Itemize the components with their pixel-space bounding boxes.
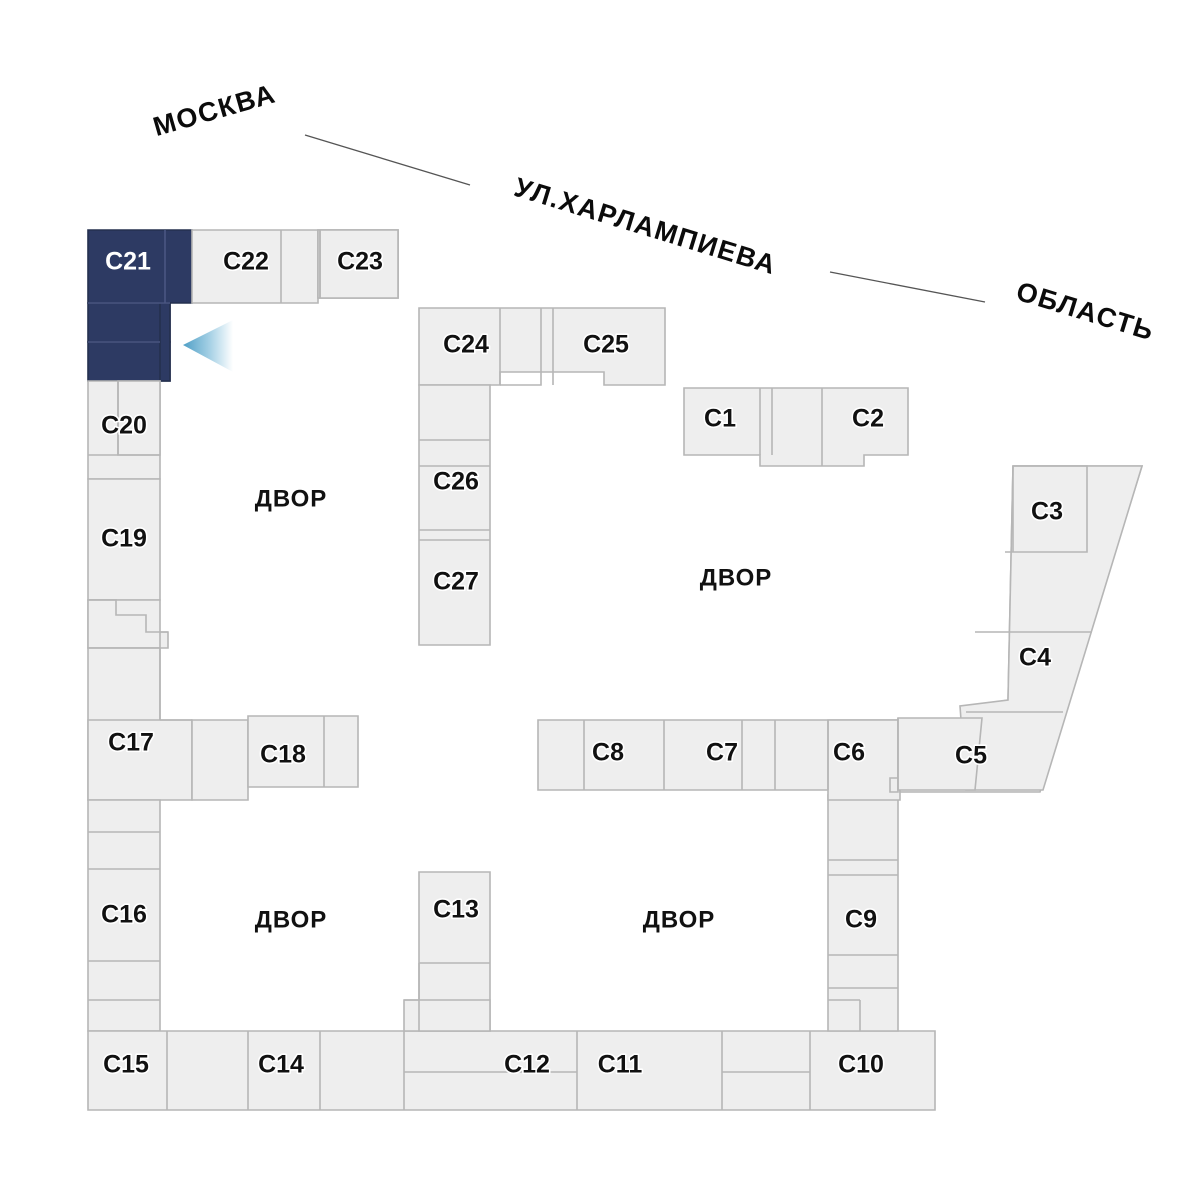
building-label-c5: C5 bbox=[955, 742, 987, 770]
building-label-c23: C23 bbox=[337, 248, 383, 276]
building-group-c18[interactable]: C18 bbox=[191, 715, 359, 801]
building-c21-shape-low[interactable] bbox=[87, 341, 171, 382]
building-label-c11: C11 bbox=[598, 1051, 643, 1079]
building-c18-shape-link[interactable] bbox=[191, 719, 249, 801]
building-label-c20: C20 bbox=[101, 412, 147, 440]
street-line-oblast bbox=[829, 271, 986, 303]
building-c18-shape[interactable] bbox=[247, 715, 359, 788]
yard-label-ne: ДВОР bbox=[700, 564, 773, 591]
building-c1-c2-shape[interactable] bbox=[683, 387, 909, 467]
building-label-c27: C27 bbox=[433, 568, 479, 596]
building-label-c25: C25 bbox=[583, 331, 629, 359]
building-c21-shape-mid[interactable] bbox=[87, 302, 171, 343]
building-group-c23[interactable]: C23 bbox=[317, 229, 399, 299]
building-c26-c27-shape[interactable] bbox=[418, 384, 491, 646]
yard-label-se: ДВОР bbox=[643, 906, 716, 933]
building-label-c21: C21 bbox=[105, 248, 151, 276]
building-label-c26: C26 bbox=[433, 468, 479, 496]
building-label-c18: C18 bbox=[260, 741, 306, 769]
building-group-c20[interactable]: C20 bbox=[87, 380, 161, 480]
street-labels: МОСКВА УЛ.ХАРЛАМПИЕВА ОБЛАСТЬ bbox=[150, 78, 1158, 346]
building-group-right-wing[interactable]: C5 C4 C3 bbox=[889, 465, 1144, 793]
selection-arrow bbox=[183, 320, 233, 372]
building-label-c10: C10 bbox=[838, 1051, 884, 1079]
building-group-c13[interactable]: C13 bbox=[403, 871, 491, 1032]
building-label-c14: C14 bbox=[258, 1051, 304, 1079]
building-c13-shape-foot[interactable] bbox=[403, 999, 491, 1032]
building-group-c17[interactable]: C17 bbox=[87, 647, 193, 801]
building-label-c13: C13 bbox=[433, 896, 479, 924]
building-group-c1-c2[interactable]: C1 C2 bbox=[683, 387, 909, 467]
building-label-c8: C8 bbox=[592, 739, 624, 767]
building-label-c12: C12 bbox=[504, 1051, 550, 1079]
building-label-c9: C9 bbox=[845, 906, 877, 934]
building-group-c19[interactable]: C19 bbox=[87, 478, 161, 601]
building-label-c16: C16 bbox=[101, 901, 147, 929]
building-label-c7: C7 bbox=[706, 739, 738, 767]
yard-label-sw: ДВОР bbox=[255, 906, 328, 933]
building-label-c24: C24 bbox=[443, 331, 489, 359]
building-group-c21[interactable]: C21 bbox=[87, 229, 193, 382]
building-group-middle-bar[interactable]: C8 C7 C6 bbox=[537, 719, 901, 801]
yard-labels: ДВОР ДВОР ДВОР ДВОР bbox=[255, 485, 773, 933]
building-c22-shape[interactable] bbox=[191, 229, 319, 304]
building-group-bottom-strip[interactable]: C15 C14 C12 C11 C10 bbox=[87, 1030, 936, 1111]
street-label-harlampieva: УЛ.ХАРЛАМПИЕВА bbox=[511, 172, 780, 280]
bottom-strip-shape[interactable] bbox=[87, 1030, 936, 1111]
street-line-moskva bbox=[304, 134, 471, 186]
street-label-moskva: МОСКВА bbox=[150, 78, 280, 142]
building-label-c2: C2 bbox=[852, 405, 884, 433]
yard-label-nw: ДВОР bbox=[255, 485, 328, 512]
building-label-c3: C3 bbox=[1031, 498, 1063, 526]
building-label-c17: C17 bbox=[108, 729, 154, 757]
building-stepped-notch bbox=[87, 599, 169, 649]
building-group-c22[interactable]: C22 bbox=[191, 229, 319, 304]
building-group-c16[interactable]: C16 bbox=[87, 799, 161, 1032]
building-group-c24-c25[interactable]: C24 C25 bbox=[418, 307, 666, 386]
building-c21-shape-spur[interactable] bbox=[159, 302, 171, 382]
building-label-c15: C15 bbox=[103, 1051, 149, 1079]
building-label-c6: C6 bbox=[833, 739, 865, 767]
building-group-c26-c27[interactable]: C26 C27 bbox=[418, 384, 491, 646]
building-label-c1: C1 bbox=[704, 405, 736, 433]
street-guide-lines bbox=[304, 134, 986, 303]
building-label-c19: C19 bbox=[101, 525, 147, 553]
building-group-c9[interactable]: C9 bbox=[827, 794, 899, 1032]
selection-arrow-icon bbox=[183, 320, 233, 372]
building-label-c22: C22 bbox=[223, 248, 269, 276]
street-label-oblast: ОБЛАСТЬ bbox=[1013, 276, 1158, 346]
building-label-c4: C4 bbox=[1019, 644, 1051, 672]
stepped-notch-fill bbox=[87, 599, 161, 649]
